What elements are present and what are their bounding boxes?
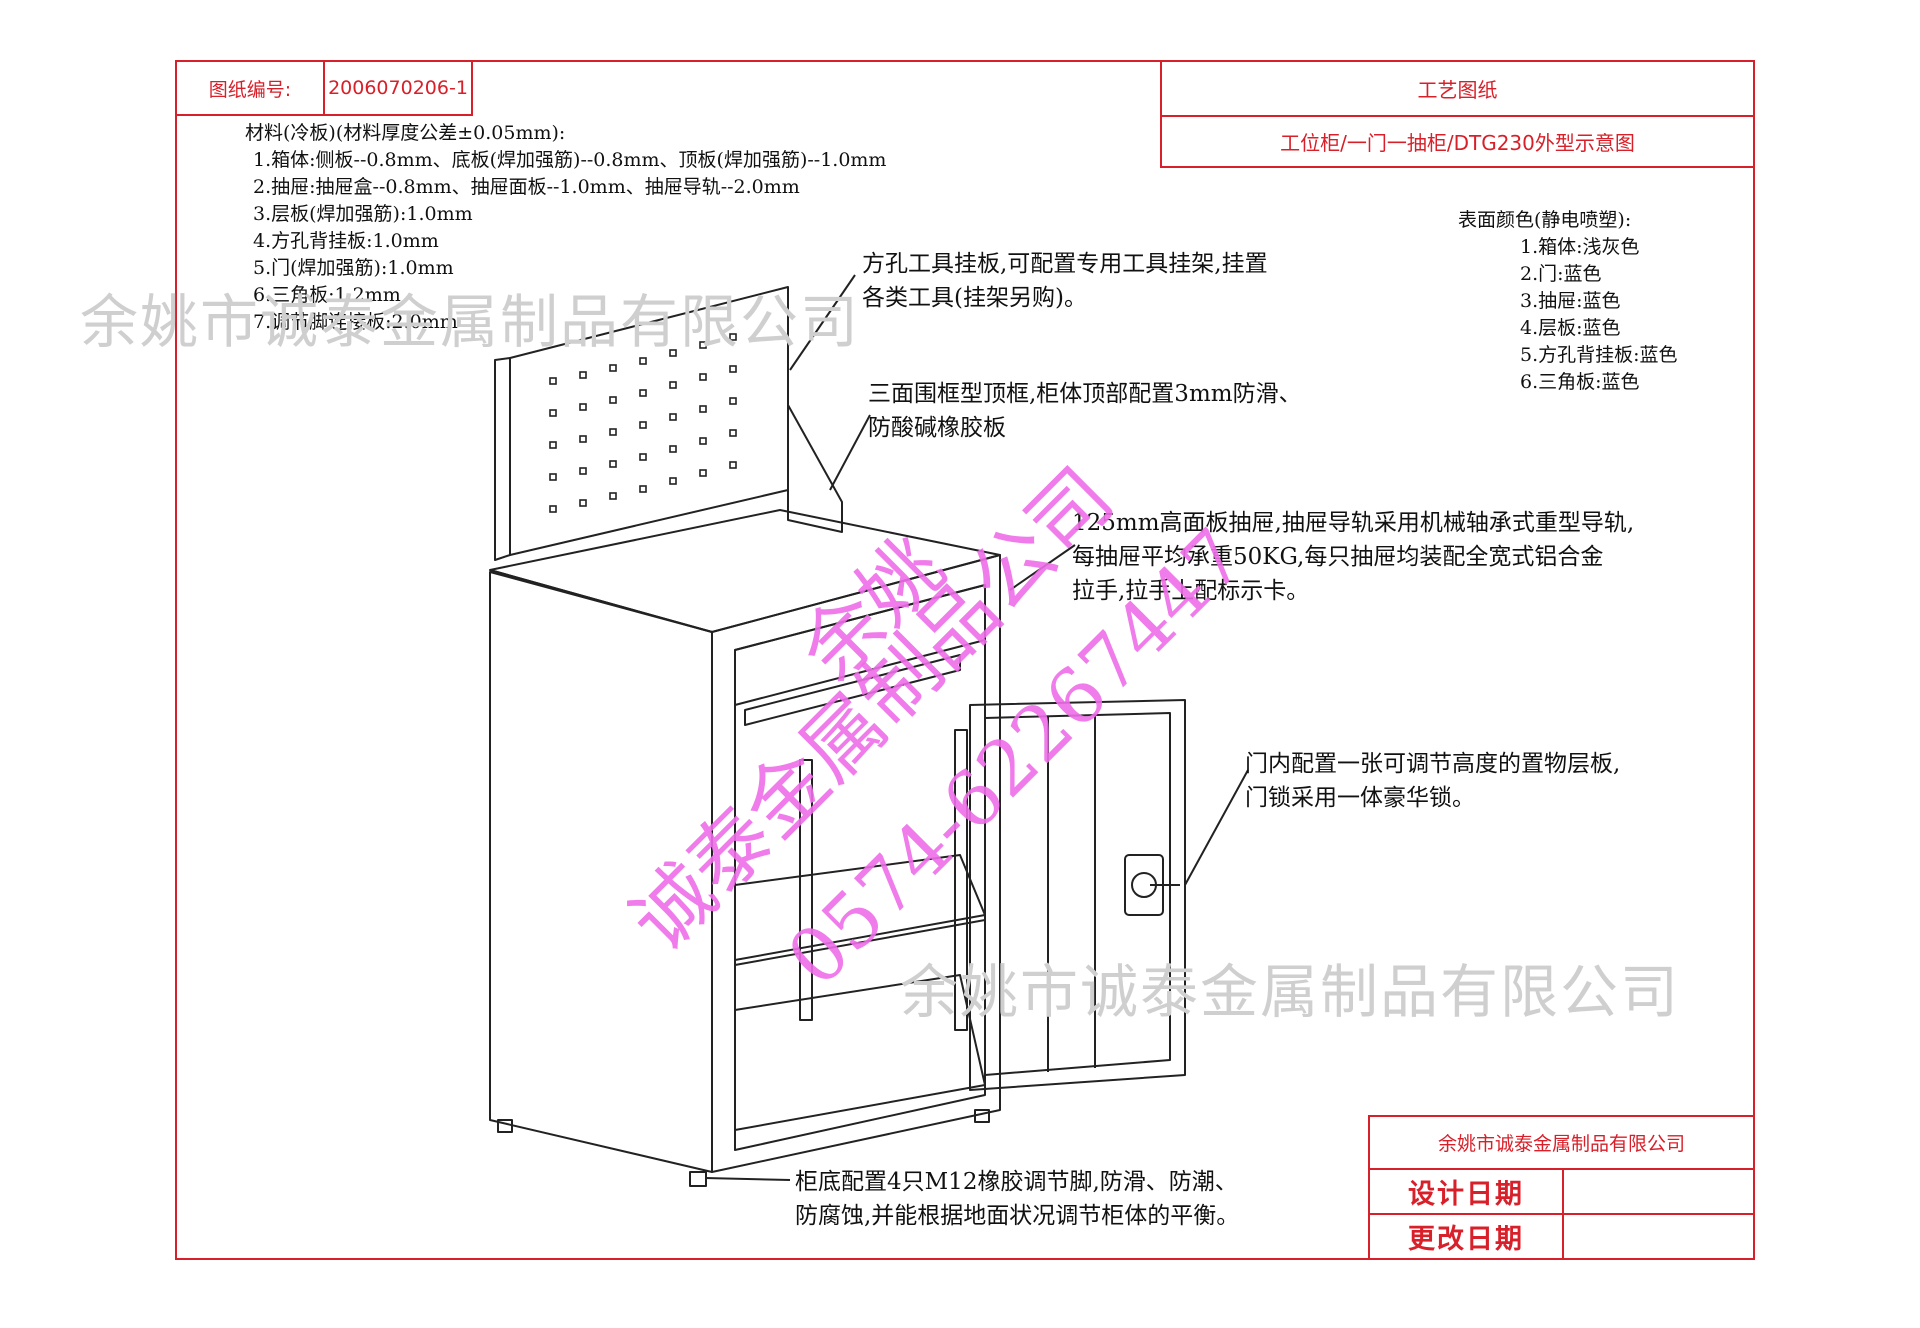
material-item: 1.箱体:侧板--0.8mm、底板(焊加强筋)--0.8mm、顶板(焊加强筋)-…	[253, 149, 887, 171]
leader-line	[704, 1177, 791, 1181]
drawer-handle	[744, 654, 961, 726]
surface-item: 5.方孔背挂板:蓝色	[1520, 344, 1678, 366]
cabinet-door	[969, 699, 1186, 1091]
leader-line	[1184, 769, 1249, 886]
leader-line	[789, 274, 856, 371]
change-date-value	[1562, 1213, 1755, 1260]
material-item: 5.门(焊加强筋):1.0mm	[253, 257, 454, 279]
materials-list: 材料(冷板)(材料厚度公差±0.05mm): 1.箱体:侧板--0.8mm、底板…	[245, 120, 886, 336]
surface-item: 4.层板:蓝色	[1520, 317, 1621, 339]
drawing-no-value: 2006070206-1	[323, 60, 473, 116]
surface-item: 3.抽屉:蓝色	[1520, 290, 1621, 312]
surface-item: 1.箱体:浅灰色	[1520, 236, 1640, 258]
foot	[497, 1119, 513, 1133]
drawing-frame	[175, 60, 1755, 1260]
leader-line	[829, 414, 871, 491]
callout-top-frame: 三面围框型顶框,柜体顶部配置3mm防滑、 防酸碱橡胶板	[868, 381, 1302, 441]
surface-item: 6.三角板:蓝色	[1520, 371, 1640, 393]
callout-door: 门内配置一张可调节高度的置物层板, 门锁采用一体豪华锁。	[1245, 751, 1621, 811]
surface-item: 2.门:蓝色	[1520, 263, 1602, 285]
inner-shelf-2	[734, 974, 986, 1131]
watermark-company-top: 余姚市诚泰金属制品有限公司	[80, 288, 861, 356]
triangle-plate	[787, 404, 843, 533]
watermark-company-bottom: 余姚市诚泰金属制品有限公司	[900, 958, 1681, 1026]
callout-pegboard: 方孔工具挂板,可配置专用工具挂架,挂置 各类工具(挂架另购)。	[862, 251, 1268, 311]
callout-drawer: 125mm高面板抽屉,抽屉导轨采用机械轴承式重型导轨, 每抽屉平均承重50KG,…	[1072, 510, 1635, 604]
surface-color-list: 表面颜色(静电喷塑): 1.箱体:浅灰色 2.门:蓝色 3.抽屉:蓝色 4.层板…	[1458, 207, 1678, 396]
material-item: 6.三角板:1.2mm	[253, 284, 401, 306]
pegboard-edge	[494, 357, 511, 561]
material-item: 4.方孔背挂板:1.0mm	[253, 230, 439, 252]
change-date-label: 更改日期	[1368, 1213, 1564, 1260]
materials-heading: 材料(冷板)(材料厚度公差±0.05mm):	[245, 122, 566, 144]
foot	[689, 1171, 707, 1187]
cabinet-front-frame	[711, 554, 1001, 1173]
leader-line	[1009, 544, 1076, 591]
material-item: 2.抽屉:抽屉盒--0.8mm、抽屉面板--1.0mm、抽屉导轨--2.0mm	[253, 176, 800, 198]
callout-feet: 柜底配置4只M12橡胶调节脚,防滑、防潮、 防腐蚀,并能根据地面状况调节柜体的平…	[795, 1169, 1240, 1229]
foot	[974, 1109, 990, 1123]
pegboard-holes	[549, 333, 737, 513]
drawer-front	[734, 584, 986, 706]
material-item: 7.调节脚连接板:2.0mm	[253, 311, 458, 333]
drawing-title: 工位柜/一门一抽柜/DTG230外型示意图	[1160, 115, 1755, 168]
material-item: 3.层板(焊加强筋):1.0mm	[253, 203, 473, 225]
surface-heading: 表面颜色(静电喷塑):	[1458, 209, 1632, 231]
